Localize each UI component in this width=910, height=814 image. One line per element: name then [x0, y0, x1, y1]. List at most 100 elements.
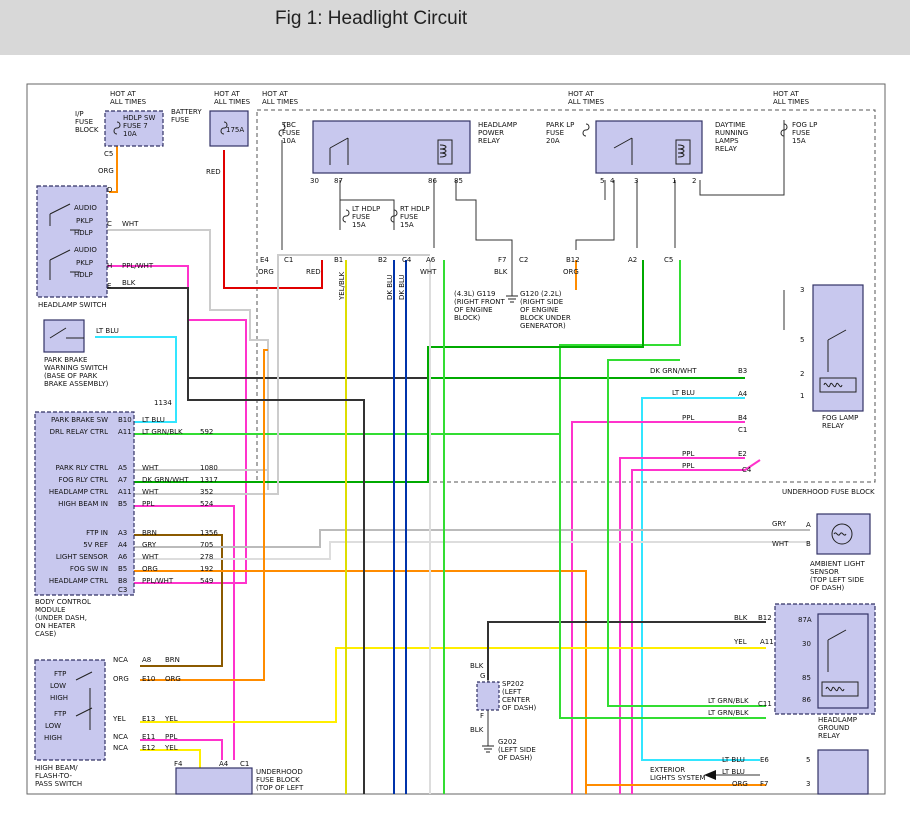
figure-title: Fig 1: Headlight Circuit	[275, 8, 468, 29]
org-b12: ORG	[563, 268, 579, 276]
bcm-box	[34, 411, 135, 596]
bcm-pin-circuit: 352	[200, 488, 213, 496]
pin-amb-b: B	[806, 540, 811, 548]
bcm-pin-name: 5V REF	[83, 541, 108, 549]
blk-sp202: BLK	[470, 662, 484, 670]
label-line: ALL TIMES	[214, 98, 251, 106]
wire-gry-5v	[134, 529, 810, 548]
label-line: FOG LP	[792, 121, 817, 129]
pin-b12r: B12	[758, 614, 772, 622]
wire-blk-hs	[107, 287, 745, 379]
bcm-pin-code: A3	[118, 529, 127, 537]
hg-relay-switch	[827, 629, 847, 672]
pin-c4r: C4	[742, 466, 752, 474]
bcm-pin-circuit: 192	[200, 565, 213, 573]
wht-a6: WHT	[420, 268, 437, 276]
label-line: CASE)	[35, 630, 57, 638]
yel-e13-l: YEL	[112, 715, 126, 723]
hbs-high2: HIGH	[44, 734, 62, 742]
pin-a11r: A11	[760, 638, 774, 646]
label-line: RELAY	[822, 422, 845, 430]
brn-a8: BRN	[165, 656, 180, 664]
label-line: FUSE	[352, 213, 370, 221]
ppl-e2: PPL	[682, 450, 694, 458]
lower-relay-box	[817, 749, 869, 795]
pplwht-hs: PPL/WHT	[122, 262, 154, 270]
bcm-pin-circuit: 524	[200, 500, 214, 508]
label-line: HEADLAMP SWITCH	[38, 301, 107, 309]
hbs-ftp2: FTP	[54, 710, 66, 718]
n1134: 1134	[154, 399, 172, 407]
wire-ltblu-pb	[95, 336, 177, 423]
label-line: (BASE OF PARK	[44, 372, 98, 380]
pin-c5: C5	[664, 256, 673, 264]
drl-relay-coil	[675, 139, 691, 165]
label-line: RELAY	[478, 137, 501, 145]
bcm-pin-circuit: 1356	[200, 529, 218, 537]
pin-c1r: C1	[738, 426, 747, 434]
org-f7: ORG	[732, 780, 748, 788]
label-line: PARK BRAKE	[44, 356, 87, 364]
label-line: FUSE 7	[123, 122, 148, 130]
park-brake-switch-box	[43, 319, 85, 353]
bcm-pin-wire: ORG	[142, 565, 158, 573]
label-line: SP202	[502, 680, 524, 688]
label-line: UNDERHOOD	[256, 768, 303, 776]
bcm-pin-name: PARK BRAKE SW	[51, 416, 108, 424]
label-hs-hdlp2: HDLP	[74, 271, 93, 279]
wire-ppl-c4	[631, 459, 761, 794]
label-line: FUSE	[792, 129, 810, 137]
pin-87a: 87A	[798, 616, 812, 624]
dkgrnwht-b3: DK GRN/WHT	[650, 367, 697, 375]
label-line: SENSOR	[810, 568, 839, 576]
wire-org-e10	[140, 349, 268, 681]
label-hs-audio2: AUDIO	[74, 246, 97, 254]
yelblk-vert: YEL/BLK	[338, 271, 346, 301]
label-line: G202	[498, 738, 517, 746]
uh-bottom-box	[175, 767, 253, 795]
pin-f7: F7	[498, 256, 506, 264]
label-line: FUSE	[171, 116, 189, 124]
bcm-pin-name: FOG SW IN	[70, 565, 108, 573]
hb-switch-box	[34, 659, 106, 761]
bcm-pin-code: A5	[118, 464, 127, 472]
wire-dkgrnwht-fog	[134, 260, 644, 483]
bcm-pin-code: B5	[118, 500, 127, 508]
label-line: 20A	[546, 137, 560, 145]
label-line: UNDERHOOD FUSE BLOCK	[782, 488, 875, 496]
ltgrnblk-c11b: LT GRN/BLK	[708, 709, 749, 717]
label-line: FUSE	[282, 129, 300, 137]
wire-org-ip	[109, 145, 118, 193]
hg-relay-inner	[817, 613, 869, 709]
pin-e10: E10	[142, 675, 155, 683]
pin-b12: B12	[566, 256, 580, 264]
label-line: (TOP OF LEFT	[256, 784, 304, 792]
label-line: (UNDER DASH,	[35, 614, 87, 622]
pin-sp-f: F	[480, 712, 484, 720]
yel-a11: YEL	[733, 638, 747, 646]
fuse-tbc-symbol	[278, 123, 286, 137]
underhood-fuse-block-outline	[256, 109, 876, 483]
blk-hs: BLK	[122, 279, 136, 287]
label-line: POWER	[478, 129, 504, 137]
wht-hs: WHT	[122, 220, 139, 228]
label-line: FLASH-TO-	[35, 772, 72, 780]
label-line: MODULE	[35, 606, 65, 614]
label-line: ALL TIMES	[773, 98, 810, 106]
bcm-pin-circuit: 278	[200, 553, 213, 561]
dkblu-vert-2: DK BLU	[398, 274, 406, 300]
pin-a8: A8	[142, 656, 151, 664]
label-line: AMBIENT LIGHT	[810, 560, 866, 568]
label-line: HOT AT	[262, 90, 289, 98]
bcm-pin-code: B10	[118, 416, 132, 424]
label-line: OF DASH)	[502, 704, 537, 712]
drl-relay-switch	[613, 137, 633, 165]
battery-red: RED	[206, 168, 221, 176]
fuse-foglp-symbol	[780, 123, 788, 137]
label-line: 15A	[400, 221, 414, 229]
bcm-c3: C3	[118, 586, 127, 594]
